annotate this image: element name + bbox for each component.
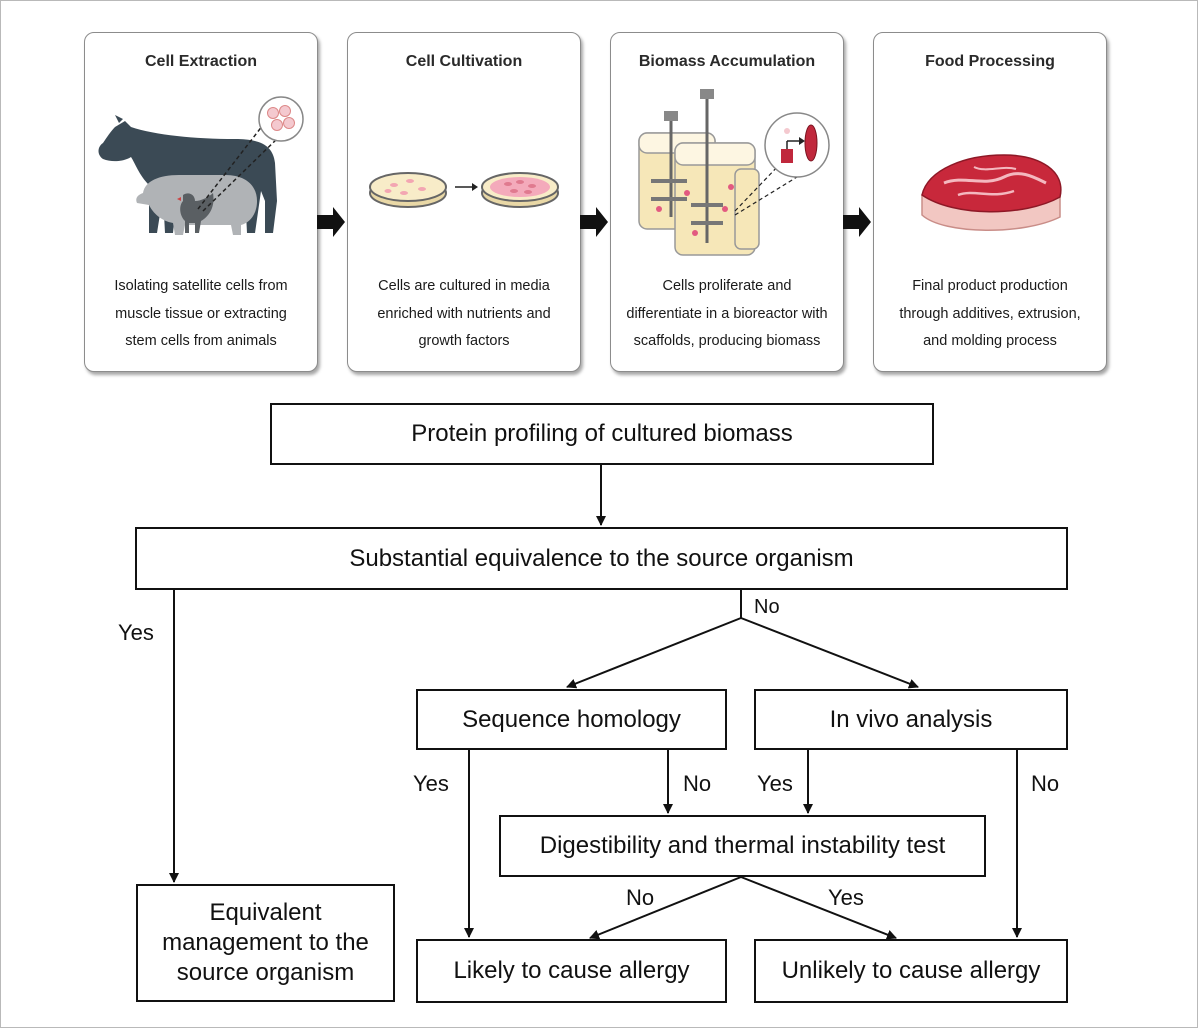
petri-dish-illustration (369, 172, 559, 208)
animals-illustration (98, 96, 304, 235)
protein-profiling-box: Protein profiling of cultured biomass (270, 403, 934, 465)
stage-arrow-icon (580, 207, 608, 237)
no-label: No (1031, 771, 1060, 796)
no-label: No (683, 771, 712, 796)
petri-dish-icon (369, 172, 447, 208)
steak-illustration (921, 154, 1062, 231)
in-vivo-analysis-box: In vivo analysis (754, 689, 1068, 750)
yes-label: Yes (413, 771, 449, 796)
stage-arrow-icon (843, 207, 871, 237)
stage-title: Food Processing (925, 53, 1055, 70)
equivalent-management-box: Equivalent management to the source orga… (136, 884, 395, 1002)
sequence-homology-box: Sequence homology (416, 689, 727, 750)
no-label: No (754, 596, 780, 618)
stage-title: Cell Extraction (144, 53, 258, 70)
bioreactor-illustration (638, 89, 830, 256)
stage-card-food-processing: Food Processing Final product production… (873, 32, 1107, 372)
digestibility-test-box: Digestibility and thermal instability te… (499, 815, 986, 877)
stage-title: Biomass Accumulation (638, 53, 816, 70)
likely-allergy-box: Likely to cause allergy (416, 939, 727, 1003)
stage-card-cell-extraction: Cell Extraction Isolating satellite cell… (84, 32, 318, 372)
stage-description: Isolating satellite cells from muscle ti… (114, 278, 288, 349)
stage-card-biomass-accumulation: Biomass Accumulation (610, 32, 844, 372)
stage-title: Cell Cultivation (405, 53, 523, 70)
chicken-icon (177, 193, 214, 233)
stage-description: Final product production through additiv… (899, 278, 1081, 349)
unlikely-allergy-box: Unlikely to cause allergy (754, 939, 1068, 1003)
petri-dish-full-icon (481, 172, 559, 208)
stage-card-cell-cultivation: Cell Cultivation Cells are cultured in m… (347, 32, 581, 372)
substantial-equivalence-box: Substantial equivalence to the source or… (135, 527, 1068, 590)
yes-label: Yes (757, 771, 793, 796)
steak-icon (921, 154, 1062, 231)
stage-description: Cells proliferate and differentiate in a… (626, 278, 828, 349)
yes-label: Yes (118, 620, 154, 645)
no-label: No (626, 885, 655, 910)
bioreactor-icon (638, 89, 760, 256)
stage-arrow-icon (317, 207, 345, 237)
stage-description: Cells are cultured in media enriched wit… (377, 278, 551, 349)
yes-label: Yes (828, 885, 864, 910)
